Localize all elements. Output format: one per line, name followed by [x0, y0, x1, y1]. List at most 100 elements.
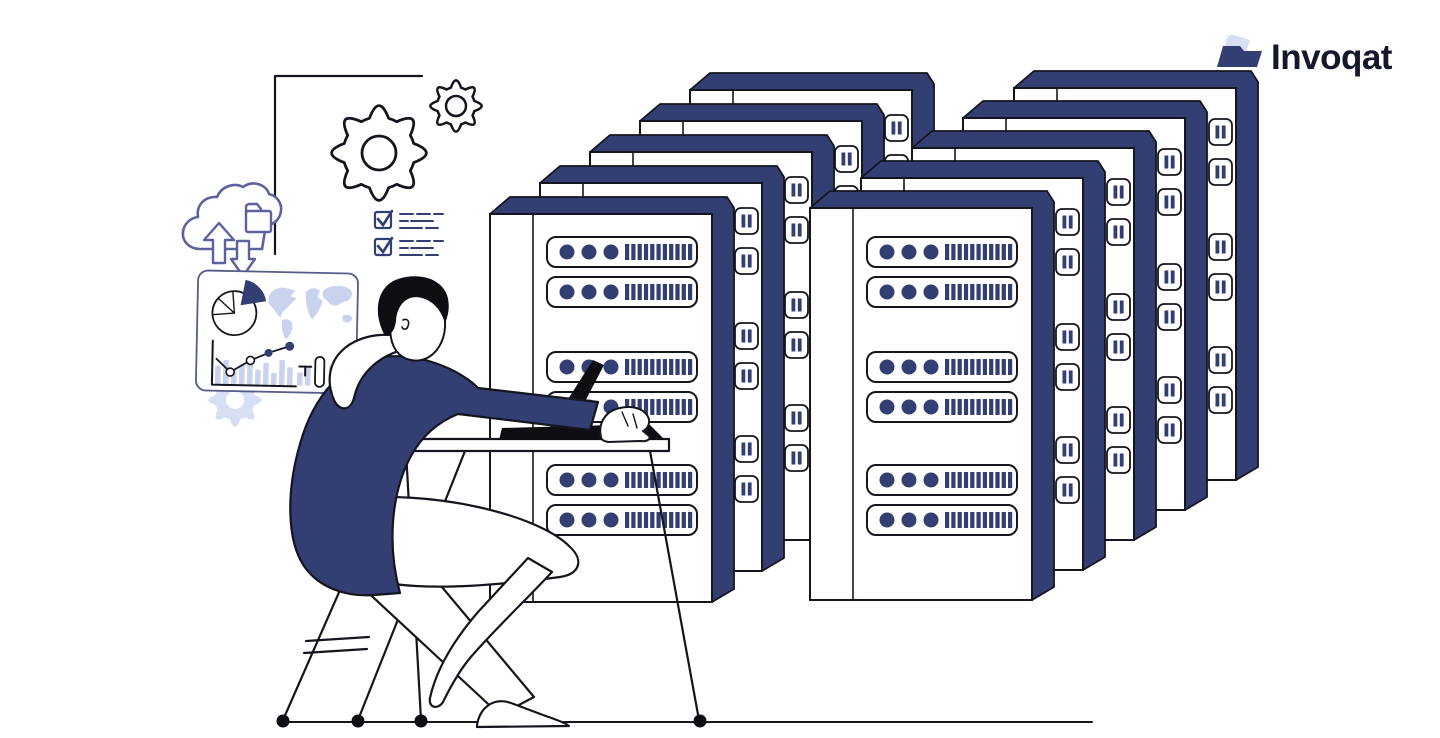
checklist-item — [373, 209, 444, 230]
vent-module — [884, 114, 909, 142]
logo-text: Invoqat — [1271, 38, 1393, 77]
indicator-dot — [879, 359, 895, 375]
vent-module — [1055, 323, 1080, 351]
vent-module — [784, 331, 809, 359]
person-collar — [328, 333, 418, 410]
indicator-dot — [581, 512, 597, 528]
server-unit — [866, 464, 1018, 496]
indicator-dot — [923, 472, 939, 488]
easel-foot-dot — [693, 714, 707, 728]
indicator-dot — [901, 244, 917, 260]
vent-module — [784, 444, 809, 472]
indicator-dot — [923, 284, 939, 300]
indicator-dot — [603, 512, 619, 528]
vent-module — [1157, 148, 1182, 176]
indicator-dot — [603, 284, 619, 300]
person-hand — [599, 406, 651, 443]
vent-module — [1208, 233, 1233, 261]
indicator-dot — [879, 399, 895, 415]
person-jacket — [289, 355, 600, 597]
indicator-dot — [559, 472, 575, 488]
vent-module — [1157, 416, 1182, 444]
indicator-dot — [901, 359, 917, 375]
vent-module — [1208, 386, 1233, 414]
vent-module — [1055, 248, 1080, 276]
vent-module — [1055, 363, 1080, 391]
vent-module — [1106, 178, 1131, 206]
server-unit — [546, 276, 698, 308]
indicator-dot — [581, 284, 597, 300]
person-hair — [377, 276, 449, 336]
vent-module — [1208, 346, 1233, 374]
indicator-dot — [879, 244, 895, 260]
server-unit — [866, 504, 1018, 536]
decor-frame-lines — [273, 74, 424, 256]
indicator-dot — [559, 284, 575, 300]
vent-module — [784, 176, 809, 204]
vent-module — [734, 362, 759, 390]
indicator-dot — [879, 284, 895, 300]
indicator-dot — [879, 472, 895, 488]
easel-foot-dot — [414, 714, 428, 728]
logo[interactable]: Invoqat — [1217, 34, 1393, 77]
indicator-dot — [923, 512, 939, 528]
server-unit — [866, 351, 1018, 383]
server-unit — [546, 351, 698, 383]
checklist-item — [373, 236, 444, 257]
indicator-dot — [901, 284, 917, 300]
vent-module — [1055, 476, 1080, 504]
server-unit — [546, 504, 698, 536]
vent-module — [1157, 303, 1182, 331]
server-unit — [866, 276, 1018, 308]
download-arrow-icon — [229, 239, 257, 278]
vent-module — [1208, 273, 1233, 301]
vent-module — [1106, 406, 1131, 434]
indicator-dot — [923, 399, 939, 415]
folder-icon — [1217, 34, 1262, 67]
indicator-dot — [559, 244, 575, 260]
upload-arrow-icon — [202, 221, 236, 265]
vent-module — [734, 475, 759, 503]
server-unit — [546, 464, 698, 496]
world-map-icon — [268, 285, 353, 340]
person — [289, 276, 651, 729]
server-unit — [866, 391, 1018, 423]
indicator-dot — [923, 244, 939, 260]
line-chart-icon — [210, 339, 297, 388]
indicator-dot — [559, 359, 575, 375]
indicator-dot — [923, 359, 939, 375]
vent-module — [1157, 263, 1182, 291]
vent-module — [1106, 446, 1131, 474]
server-unit — [546, 236, 698, 268]
easel-foot-dot — [276, 714, 290, 728]
indicator-dot — [581, 244, 597, 260]
server-unit — [866, 236, 1018, 268]
vent-module — [834, 145, 859, 173]
cloud-sync-icon — [181, 182, 283, 278]
vent-module — [734, 247, 759, 275]
indicator-dot — [603, 472, 619, 488]
person-shoe — [475, 700, 571, 729]
folder-icon — [244, 202, 273, 234]
vent-module — [1106, 333, 1131, 361]
vent-module — [734, 435, 759, 463]
vent-module — [734, 207, 759, 235]
person-shin — [428, 556, 554, 708]
indicator-dot — [603, 359, 619, 375]
indicator-dot — [603, 244, 619, 260]
vent-module — [1055, 208, 1080, 236]
checklist-icon — [373, 209, 444, 257]
indicator-dot — [559, 512, 575, 528]
vent-module — [784, 216, 809, 244]
vent-module — [784, 291, 809, 319]
vent-module — [1055, 436, 1080, 464]
server-racks — [489, 70, 1259, 603]
indicator-dot — [879, 512, 895, 528]
vent-module — [1208, 158, 1233, 186]
pie-chart-icon — [211, 279, 267, 337]
indicator-dot — [901, 472, 917, 488]
vent-module — [1208, 118, 1233, 146]
person-ear — [401, 318, 410, 330]
